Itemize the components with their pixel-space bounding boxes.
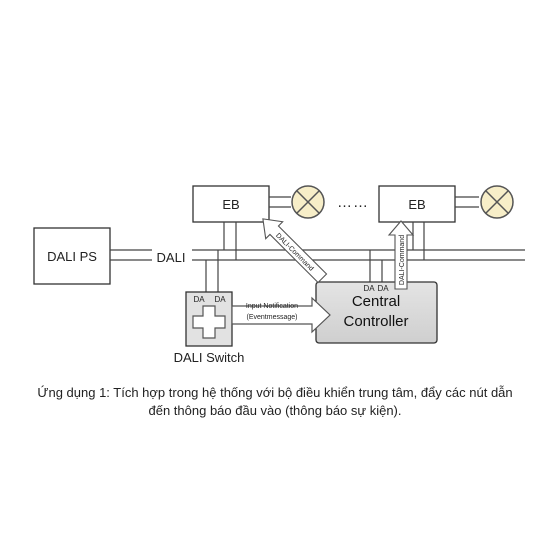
eb-right-box: [378, 185, 456, 223]
controller-da-label-2: DA: [377, 284, 389, 293]
dali-command-label-right: DALI-Command: [399, 235, 406, 285]
caption-line-1: Ứng dụng 1: Tích hợp trong hệ thống với …: [37, 385, 513, 400]
controller-label-line1: Central: [352, 293, 400, 310]
dali-command-arrow-right: DALI-Command: [387, 220, 415, 290]
more-devices-ellipsis: ……: [337, 194, 369, 211]
controller-da-label-1: DA: [363, 284, 375, 293]
lamp-right-icon: [480, 185, 514, 219]
input-notification-arrow: [231, 296, 331, 334]
eb-right-label: EB: [408, 197, 425, 212]
dali-command-arrow-left: DALI-Command: [262, 218, 328, 284]
eb-left-box: [192, 185, 270, 223]
lamp-left-icon: [291, 185, 325, 219]
caption-line-2: đến thông báo đầu vào (thông báo sự kiện…: [148, 403, 402, 418]
eb-left-label: EB: [222, 197, 239, 212]
switch-da-label-2: DA: [214, 295, 226, 304]
figure-caption: Ứng dụng 1: Tích hợp trong hệ thống với …: [10, 384, 540, 420]
input-notification-label-1: Input Notification: [246, 303, 298, 310]
input-notification-label-2: (Eventmessage): [247, 314, 298, 321]
dali-switch-label: DALI Switch: [174, 350, 245, 365]
controller-label-line2: Controller: [343, 313, 408, 330]
dali-bus-label: DALI: [157, 250, 186, 265]
dali-command-label-left: DALI-Command: [274, 232, 315, 273]
dali-ps-label: DALI PS: [47, 249, 97, 264]
dali-ps-box: [33, 227, 111, 285]
switch-da-label-1: DA: [193, 295, 205, 304]
switch-cross-icon: [192, 305, 226, 339]
